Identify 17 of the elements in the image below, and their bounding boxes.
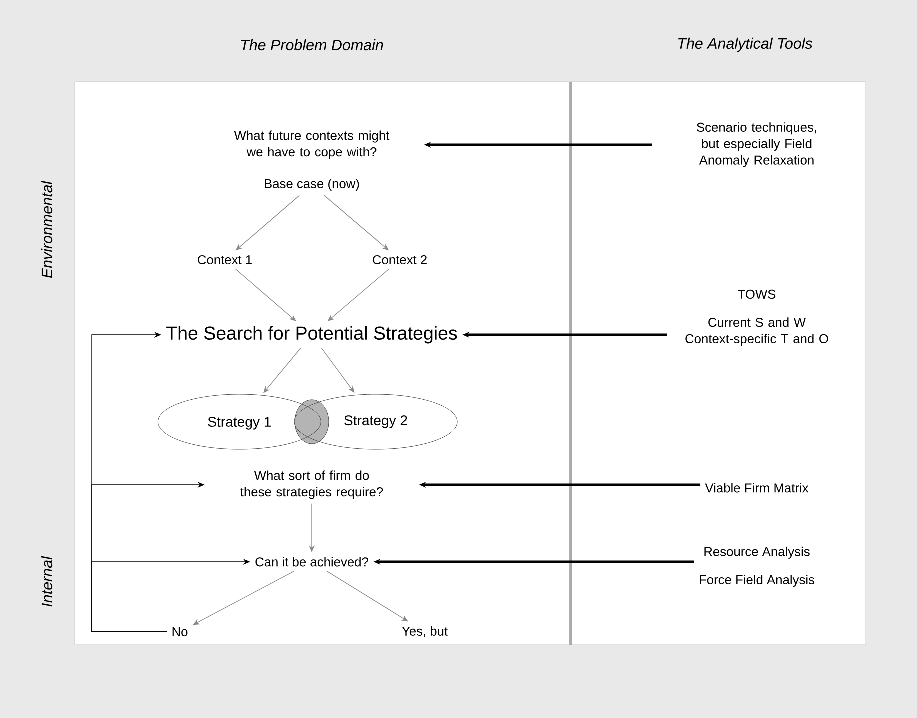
flow-text: Can it be achieved? [256, 557, 368, 567]
column-heading: The Analytical Tools [678, 38, 813, 52]
flow-text: Base case (now) [265, 179, 360, 191]
flow-text: No [172, 628, 188, 636]
flow-text: Yes, but [402, 626, 448, 638]
row-label: Environmental [41, 180, 53, 278]
flow-text: Context 2 [373, 255, 427, 265]
tool-text: Scenario techniques, but especially Field Anomaly Relaxation [697, 122, 816, 168]
tool-text: TOWS Current S and W Context-specific T and O [686, 290, 828, 346]
flow-text: What future contexts might we have to cope with? [234, 130, 390, 160]
tool-text: Viable Firm Matrix [705, 483, 809, 493]
flow-text: Context 1 [198, 255, 252, 265]
flow-text: What sort of firm do these strategies require? [240, 470, 384, 500]
flow-text: The Search for Potential Strategies [166, 326, 458, 344]
column-heading: The Problem Domain [241, 39, 384, 51]
tool-text: Resource Analysis Force Field Analysis [700, 546, 815, 588]
row-label: Internal [41, 556, 53, 607]
